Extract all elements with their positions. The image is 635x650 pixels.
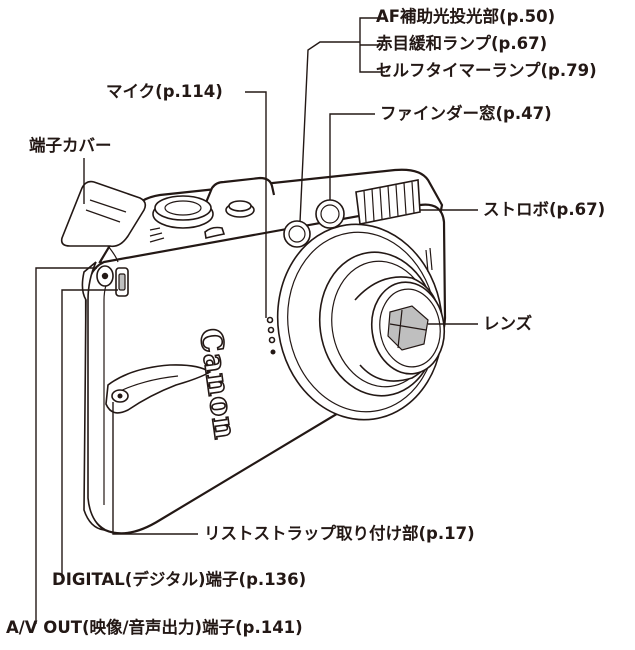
label-self-timer-lamp: セルフタイマーランプ(p.79): [376, 61, 597, 80]
label-terminal-cover: 端子カバー: [29, 136, 112, 155]
label-microphone: マイク(p.114): [106, 82, 223, 101]
label-af-assist-beam: AF補助光投光部(p.50): [376, 7, 556, 26]
label-av-out-terminal: A/V OUT(映像/音声出力)端子(p.141): [6, 618, 303, 637]
label-digital-terminal: DIGITAL(デジタル)端子(p.136): [52, 570, 307, 589]
label-viewfinder-window: ファインダー窓(p.47): [380, 104, 552, 123]
lens-assembly: [276, 223, 446, 421]
flash-window: [355, 179, 433, 273]
microphone-holes: [266, 316, 276, 355]
label-flash: ストロボ(p.67): [483, 200, 606, 219]
label-lens: レンズ: [483, 314, 533, 333]
strap-mount: [111, 389, 129, 403]
terminal-cover-flap: [60, 180, 147, 263]
label-red-eye-lamp: 赤目緩和ランプ(p.67): [376, 34, 548, 53]
top-controls: [149, 176, 276, 243]
leader-lines: [35, 17, 478, 624]
label-strap-mount: リストストラップ取り付け部(p.17): [204, 524, 475, 543]
terminals: [96, 265, 129, 297]
